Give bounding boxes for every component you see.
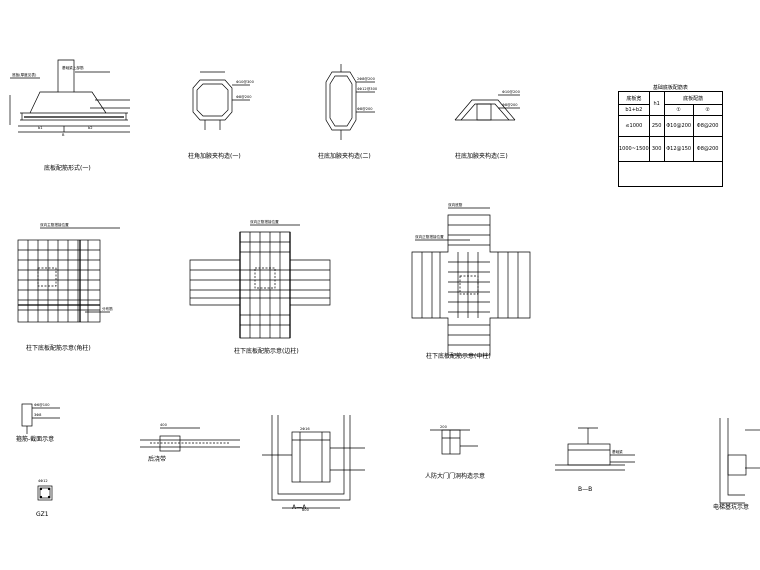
label: 双向正筋搭接位置	[250, 220, 279, 224]
table-row: ≤1000 250 Φ10@200 Φ8@200	[618, 115, 723, 137]
corner-column-plan	[17, 227, 120, 323]
caption-b5: B—B	[578, 486, 593, 493]
table-subheader-2: ②	[692, 104, 723, 116]
label: 2Φ16	[300, 427, 310, 431]
gz1-column-detail	[37, 485, 53, 501]
caption-b3: A—A	[292, 504, 307, 511]
caption-d4: 柱底加腋夹构造(三)	[455, 153, 508, 160]
elevator-pit-detail	[719, 418, 760, 504]
caption-p3: 柱下底板配筋示意(中柱)	[426, 353, 491, 360]
label: Φ8@200	[236, 95, 252, 99]
label: 2Φ8@200	[357, 77, 375, 81]
door-detail	[430, 429, 478, 455]
caption-gz: GZ1	[36, 511, 49, 518]
haunch-detail-2	[325, 64, 375, 140]
table-row: 1000~1500 300 Φ12@150 Φ8@200	[618, 136, 723, 162]
label: 200	[440, 425, 447, 429]
caption-d2: 柱角加腋夹构造(一)	[188, 153, 241, 160]
caption-b1: 箍筋-截面示意	[16, 436, 55, 443]
label: 双向底筋	[448, 203, 463, 207]
label: 800	[302, 508, 309, 512]
table-title: 基础底板配筋表	[652, 85, 688, 91]
label: 分布筋	[102, 307, 113, 311]
caption-d3: 柱底加腋夹构造(二)	[318, 153, 371, 160]
label: Φ10@200	[502, 90, 520, 94]
caption-b6: 电梯基坑示意	[713, 504, 750, 511]
table-subheader-1: ①	[663, 104, 694, 116]
stirrup-detail	[21, 403, 60, 434]
label: 双向主筋搭接位置	[40, 223, 69, 227]
caption-b2: 后浇带	[148, 456, 167, 463]
label: Φ8@200	[502, 103, 518, 107]
label: Φ8@200	[357, 107, 373, 111]
caption-p2: 柱下底板配筋示意(边柱)	[234, 348, 299, 355]
label: Φ6@100	[34, 403, 50, 407]
edge-column-plan	[189, 224, 331, 339]
label: Φ10@300	[236, 80, 254, 84]
base-section-detail-1	[9, 59, 130, 133]
haunch-detail-1	[192, 71, 250, 130]
section-a-a	[262, 415, 365, 509]
label: 400	[160, 423, 167, 427]
caption-b4: 人防大门门洞构造示意	[425, 473, 486, 480]
label: b1	[38, 126, 43, 130]
caption-d1: 底板配筋形式(一)	[44, 165, 91, 172]
label: B	[62, 133, 65, 137]
label: 基础梁上部筋	[62, 66, 84, 70]
label: 4Φ12@300	[357, 87, 378, 91]
table-header-h1: h1	[648, 91, 665, 116]
label: 双向正筋搭接位置	[415, 235, 444, 239]
label: 4Φ12	[38, 479, 48, 483]
table-header-reinforcement: 底板配筋	[663, 91, 723, 105]
table-subheader-b: b1+b2	[618, 104, 650, 116]
label: 底板(厚度见表)	[12, 73, 37, 77]
label: 3Φ8	[34, 413, 42, 417]
pour-strip-detail	[140, 427, 240, 452]
middle-column-plan	[411, 207, 531, 356]
label: 基础梁	[612, 450, 623, 454]
section-b-b	[555, 427, 635, 471]
reinforcement-table: 基础底板配筋表 底板宽 h1 底板配筋 b1+b2 ① ② ≤1000 250 …	[618, 84, 723, 187]
label: b2	[88, 126, 93, 130]
table-header-width: 底板宽	[618, 91, 650, 105]
haunch-detail-3	[454, 94, 520, 121]
caption-p1: 柱下底板配筋示意(角柱)	[26, 345, 91, 352]
